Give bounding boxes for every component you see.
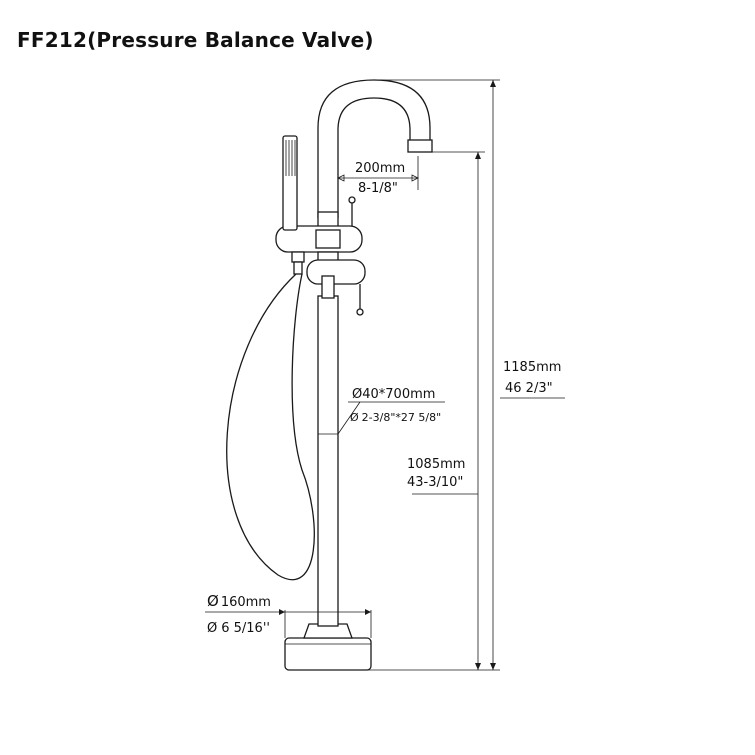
diameter-symbol: Ø xyxy=(207,592,219,610)
gooseneck-spout xyxy=(317,79,433,218)
base-diameter-mm: 160mm xyxy=(221,595,271,610)
lower-valve-body xyxy=(306,251,366,316)
spout-reach-dimension: 200mm 8-1/8" xyxy=(337,150,419,196)
svg-text:Ø40*700mm: Ø40*700mm xyxy=(352,387,435,402)
pipe-diameter-in: 2-3/8"*27 5/8" xyxy=(362,411,442,424)
spout-height-in: 43-3/10" xyxy=(407,475,463,490)
diameter-symbol: Ø xyxy=(207,621,217,636)
spout-height-dimension: 1085mm 43-3/10" xyxy=(407,151,485,670)
diameter-symbol: Ø xyxy=(352,387,362,402)
spout-reach-in: 8-1/8" xyxy=(358,181,398,196)
svg-text:Ø6 5/16'': Ø 6 5/16'' xyxy=(207,621,270,636)
base-diameter-in: 6 5/16'' xyxy=(221,621,270,636)
total-height-mm: 1185mm xyxy=(503,360,561,375)
page-title: FF212(Pressure Balance Valve) xyxy=(17,28,374,52)
pipe-diameter-mm: 40*700mm xyxy=(362,387,435,402)
floor-base xyxy=(284,637,372,671)
hand-shower xyxy=(282,135,305,275)
diameter-symbol: Ø xyxy=(350,411,359,424)
total-height-in: 46 2/3" xyxy=(505,381,553,396)
spout-height-mm: 1085mm xyxy=(407,457,465,472)
spout-reach-mm: 200mm xyxy=(355,161,405,176)
total-height-dimension: 1185mm 46 2/3" xyxy=(360,79,565,671)
main-pipe xyxy=(317,295,339,627)
shower-hose xyxy=(226,273,315,581)
svg-text:Ø2-3/8"*27 5/8": Ø2-3/8"*27 5/8" xyxy=(350,411,441,424)
